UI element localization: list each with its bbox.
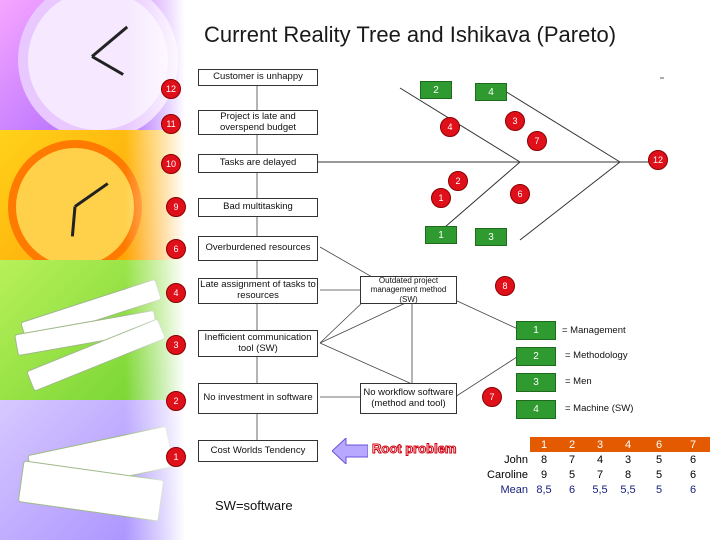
rank-badge: 2 bbox=[166, 391, 186, 411]
category-marker: 4 bbox=[475, 83, 507, 101]
table-row-label: John bbox=[504, 453, 528, 466]
table-row: John 8 7 4 3 5 6 bbox=[478, 452, 710, 467]
table-cell: 5 bbox=[655, 453, 663, 466]
table-header-cell: 4 bbox=[614, 437, 642, 452]
rank-badge: 4 bbox=[166, 283, 186, 303]
cause-box-project-late: Project is late and overspend budget bbox=[198, 110, 318, 135]
legend-label: = Management bbox=[562, 325, 626, 336]
table-row-mean: Mean 8,5 6 5,5 5,5 5 6 bbox=[478, 482, 710, 497]
cause-box-tasks-delayed: Tasks are delayed bbox=[198, 154, 318, 173]
table-cell: 6 bbox=[689, 483, 697, 496]
legend-marker: 4 bbox=[516, 400, 556, 419]
table-cell: 9 bbox=[540, 468, 548, 481]
rank-badge: 10 bbox=[161, 154, 181, 174]
table-row-label: Mean bbox=[500, 483, 528, 496]
table-cell: 7 bbox=[596, 468, 604, 481]
fishbone-head-badge: 12 bbox=[648, 150, 668, 170]
table-cell: 3 bbox=[624, 453, 632, 466]
cause-box-late-assignment: Late assignment of tasks to resources bbox=[198, 278, 318, 304]
photo-strip bbox=[0, 0, 185, 540]
cause-box-inefficient-tool: Inefficient communication tool (SW) bbox=[198, 330, 318, 357]
table-cell: 5,5 bbox=[592, 483, 608, 496]
weight-badge: 1 bbox=[431, 188, 451, 208]
legend-label: = Men bbox=[565, 376, 592, 387]
table-cell: 5 bbox=[568, 468, 576, 481]
legend-marker: 3 bbox=[516, 373, 556, 392]
left-arrow-icon bbox=[332, 438, 368, 464]
slide-title: Current Reality Tree and Ishikava (Paret… bbox=[203, 22, 617, 47]
table-header-cell: 1 bbox=[530, 437, 558, 452]
workflow-rank-badge: 7 bbox=[482, 387, 502, 407]
table-cell: 8 bbox=[624, 468, 632, 481]
legend-label: = Methodology bbox=[565, 350, 628, 361]
table-cell: 4 bbox=[596, 453, 604, 466]
cause-box-overburdened: Overburdened resources bbox=[198, 236, 318, 261]
rank-badge: 1 bbox=[166, 447, 186, 467]
cause-box-bad-multitasking: Bad multitasking bbox=[198, 198, 318, 217]
table-cell: 5,5 bbox=[620, 483, 636, 496]
root-problem-label: Root problem bbox=[372, 441, 457, 457]
outdated-rank-badge: 8 bbox=[495, 276, 515, 296]
weight-badge: 3 bbox=[505, 111, 525, 131]
table-cell: 8,5 bbox=[536, 483, 552, 496]
cause-box-no-investment: No investment in software bbox=[198, 383, 318, 414]
table-cell: 6 bbox=[568, 483, 576, 496]
table-cell: 6 bbox=[689, 453, 697, 466]
weight-badge: 7 bbox=[527, 131, 547, 151]
table-header-cell: 2 bbox=[558, 437, 586, 452]
legend-marker: 1 bbox=[516, 321, 556, 340]
rank-badge: 9 bbox=[166, 197, 186, 217]
weight-badge: 4 bbox=[440, 117, 460, 137]
cause-box-cost-worlds: Cost Worlds Tendency bbox=[198, 440, 318, 462]
rank-badge: 3 bbox=[166, 335, 186, 355]
rank-badge: 11 bbox=[161, 114, 181, 134]
table-cell: 5 bbox=[655, 468, 663, 481]
table-cell: 5 bbox=[655, 483, 663, 496]
table-cell: 7 bbox=[568, 453, 576, 466]
table-cell: 8 bbox=[540, 453, 548, 466]
category-marker: 2 bbox=[420, 81, 452, 99]
rank-badge: 6 bbox=[166, 239, 186, 259]
category-marker: 1 bbox=[425, 226, 457, 244]
legend-label: = Machine (SW) bbox=[565, 403, 634, 414]
outdated-method-box: Outdated project management method (SW) bbox=[360, 276, 457, 304]
table-header-row: 1 2 3 4 6 7 bbox=[478, 437, 710, 452]
cause-box-customer-unhappy: Customer is unhappy bbox=[198, 69, 318, 86]
table-row: Caroline 9 5 7 8 5 6 bbox=[478, 467, 710, 482]
scores-table: 1 2 3 4 6 7 John 8 7 4 3 5 6 Caroline 9 … bbox=[478, 437, 710, 497]
table-cell: 6 bbox=[689, 468, 697, 481]
table-header-cell: 3 bbox=[586, 437, 614, 452]
table-row-label: Caroline bbox=[487, 468, 528, 481]
workflow-box: No workflow software (method and tool) bbox=[360, 383, 457, 414]
weight-badge: 2 bbox=[448, 171, 468, 191]
category-marker: 3 bbox=[475, 228, 507, 246]
table-header-cell: 6 bbox=[642, 437, 676, 452]
legend-marker: 2 bbox=[516, 347, 556, 366]
weight-badge: 6 bbox=[510, 184, 530, 204]
footnote: SW=software bbox=[215, 498, 293, 513]
rank-badge: 12 bbox=[161, 79, 181, 99]
table-header-cell: 7 bbox=[676, 437, 710, 452]
